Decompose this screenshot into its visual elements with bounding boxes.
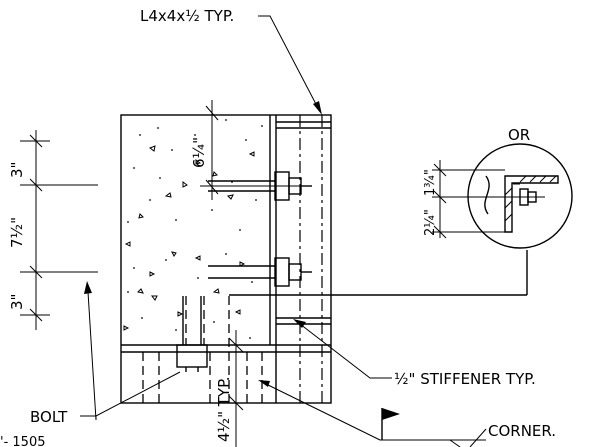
or-label: OR <box>508 126 530 144</box>
lower-bolt <box>208 257 312 287</box>
left-dimension-chain: 3" 7½" 3" <box>8 130 98 330</box>
bolt-callout: BOLT <box>30 281 181 426</box>
alternate-detail: OR 1¾" 2¼" <box>423 126 573 249</box>
concrete-hatching <box>123 119 263 339</box>
stiffener-callout: ½" STIFFENER TYP. <box>293 319 536 388</box>
sheet-reference: '- 1505 <box>0 435 45 447</box>
detail-small-dimension: 1¾" <box>423 169 438 196</box>
detail-large-dimension: 2¼" <box>423 209 438 236</box>
top-dimension: 6¼" <box>190 100 225 200</box>
dimension-left-bot: 3" <box>8 294 26 310</box>
dimension-top-label: 6¼" <box>190 137 208 168</box>
concrete-panel <box>120 114 332 404</box>
bolt-label: BOLT <box>30 408 68 426</box>
corner-callout: CORNER. <box>258 380 556 447</box>
bottom-dimension: 4½" TYP. <box>215 330 244 447</box>
angle-label: L4x4x½ TYP. <box>140 7 234 25</box>
dimension-bottom-label: 4½" TYP. <box>215 376 233 442</box>
dimension-left-top: 3" <box>8 162 26 178</box>
dimension-left-mid: 7½" <box>8 217 26 248</box>
bottom-bolt <box>176 296 208 372</box>
stiffener-label: ½" STIFFENER TYP. <box>394 370 536 388</box>
angle-callout: L4x4x½ TYP. <box>140 7 322 115</box>
corner-label: CORNER. <box>488 422 556 440</box>
